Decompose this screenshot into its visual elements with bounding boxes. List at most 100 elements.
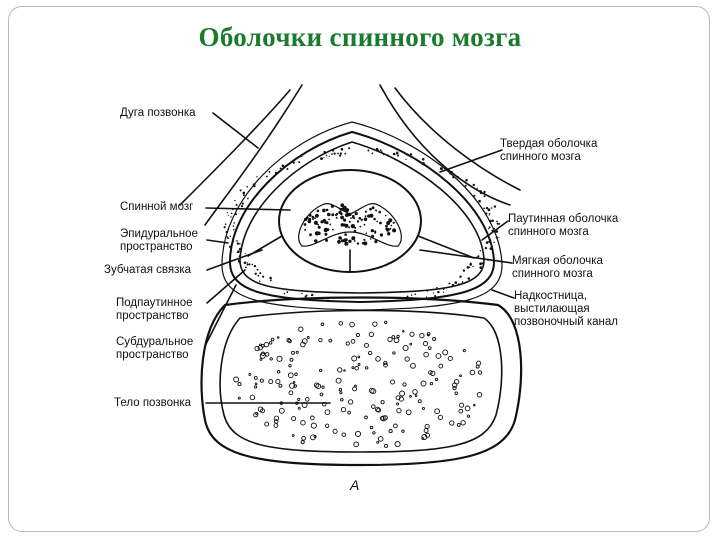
label-subdural-2: пространство xyxy=(116,349,189,361)
stipple-dot xyxy=(302,298,305,301)
stipple-dot xyxy=(340,212,343,216)
stipple-dot xyxy=(421,158,425,161)
bone-pore xyxy=(321,385,325,389)
stipple-dot xyxy=(313,220,318,225)
bone-pore xyxy=(325,423,330,428)
bone-pore xyxy=(423,428,429,434)
stipple-dot xyxy=(325,208,329,212)
stipple-dot xyxy=(449,171,452,175)
dentate-ligament-right xyxy=(417,235,475,259)
bone-pore xyxy=(253,385,258,389)
stipple-dot xyxy=(315,213,319,218)
bone-pore xyxy=(429,381,434,386)
bone-pore xyxy=(469,369,476,376)
stipple-dot xyxy=(379,233,383,237)
stipple-dot xyxy=(376,220,379,223)
stipple-dot xyxy=(397,154,400,157)
stipple-dot xyxy=(339,154,342,157)
bone-pore xyxy=(310,422,317,429)
stipple-dot xyxy=(322,218,327,223)
stipple-dot xyxy=(309,233,312,237)
stipple-dot xyxy=(491,229,494,232)
pointer-subarach xyxy=(206,269,246,304)
stipple-dot xyxy=(488,240,491,243)
stipple-dot xyxy=(369,207,372,211)
bone-pore xyxy=(376,440,380,444)
bone-pore xyxy=(353,441,360,448)
stipple-dot xyxy=(304,217,308,221)
stipple-dot xyxy=(387,232,391,236)
stipple-dot xyxy=(436,286,438,289)
stipple-dot xyxy=(375,209,378,212)
stipple-dot xyxy=(389,227,392,230)
stipple-dot xyxy=(308,217,311,221)
bone-pore xyxy=(371,404,376,409)
stipple-dot xyxy=(338,236,342,240)
stipple-dot xyxy=(479,191,483,195)
stipple-dot xyxy=(233,229,235,231)
stipple-dot xyxy=(364,210,367,213)
stipple-dot xyxy=(238,259,240,261)
stipple-dot xyxy=(337,240,341,244)
stipple-dot xyxy=(359,225,362,228)
bone-pore xyxy=(422,406,425,410)
stipple-dot xyxy=(312,218,314,221)
stipple-dot xyxy=(259,280,261,282)
stipple-dot xyxy=(323,150,326,154)
bone-pore xyxy=(345,341,350,346)
bone-pore xyxy=(332,428,338,434)
bone-pore xyxy=(297,406,301,410)
stipple-dot xyxy=(384,214,387,217)
stipple-dot xyxy=(348,147,351,150)
stipple-dot xyxy=(324,222,326,224)
stipple-dot xyxy=(348,226,351,229)
bone-pore xyxy=(476,391,483,398)
stipple-dot xyxy=(363,223,366,226)
stipple-dot xyxy=(488,213,491,215)
stipple-dot xyxy=(241,202,244,205)
bone-pore xyxy=(410,362,416,369)
label-dura-1: Твердая оболочка xyxy=(500,138,598,150)
stipple-dot xyxy=(316,209,320,213)
bone-pore xyxy=(364,415,368,420)
bone-pore xyxy=(432,337,437,341)
stipple-dot xyxy=(370,229,374,233)
stipple-dot xyxy=(348,239,352,243)
stipple-dot xyxy=(283,293,286,295)
bone-pore xyxy=(383,362,388,368)
bone-pore xyxy=(383,360,388,366)
bone-pore xyxy=(434,377,439,382)
stipple-dot xyxy=(274,171,278,175)
stipple-dot xyxy=(406,153,409,156)
stipple-dot xyxy=(410,298,412,300)
stipple-dot xyxy=(483,195,486,198)
bone-pore xyxy=(257,345,263,351)
bone-pore xyxy=(264,352,270,357)
bone-pore xyxy=(319,368,323,373)
vertebral-body-outer xyxy=(200,296,523,467)
stipple-dot xyxy=(226,236,229,238)
bone-pore xyxy=(375,356,381,362)
label-spinal-cord: Спинной мозг xyxy=(120,201,194,213)
stipple-dot xyxy=(438,291,440,293)
bone-pore xyxy=(402,330,405,333)
stipple-dot xyxy=(270,279,272,282)
stipple-dot xyxy=(304,228,307,231)
stipple-dot xyxy=(468,266,471,269)
stipple-dot xyxy=(344,223,349,228)
stipple-dot xyxy=(375,147,379,151)
bone-pore xyxy=(464,405,471,412)
bone-pore xyxy=(369,425,374,430)
stipple-dot xyxy=(256,180,258,182)
bone-pore xyxy=(438,363,444,369)
stipple-dot xyxy=(233,222,235,224)
bone-pore xyxy=(368,331,375,338)
stipple-dot xyxy=(308,213,312,217)
pointer-subdural xyxy=(205,284,237,345)
stipple-dot xyxy=(229,245,232,248)
bone-pore xyxy=(370,388,377,395)
stipple-dot xyxy=(298,161,301,164)
stipple-dot xyxy=(317,223,319,226)
stipple-dot xyxy=(238,262,240,264)
bone-pore xyxy=(313,382,320,388)
